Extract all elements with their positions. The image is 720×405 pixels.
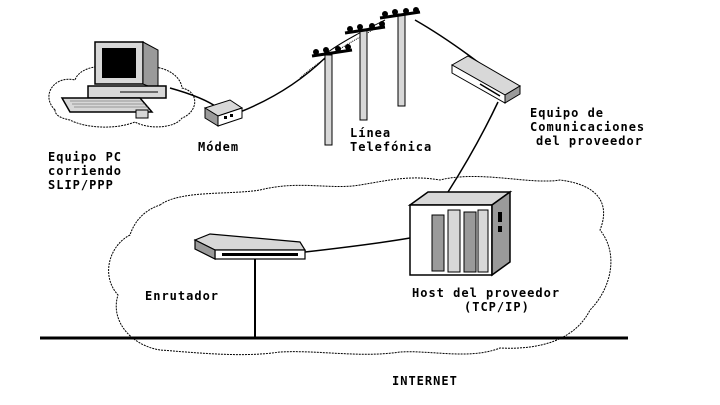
internet-cloud: [108, 175, 612, 356]
provider-equipment-label-line-1: Equipo de: [530, 106, 605, 120]
provider-host-server: [407, 190, 513, 277]
telephone-poles: [311, 7, 421, 146]
pc-label-line-2: corriendo: [48, 164, 123, 178]
modem-device: [203, 99, 244, 127]
pc-label-line-3: SLIP/PPP: [48, 178, 114, 192]
line-label-line-2: Telefónica: [350, 140, 433, 154]
provider-equipment-label-line-3: del proveedor: [536, 134, 643, 148]
pc-computer: [60, 41, 167, 119]
pc-label: Equipo PC corriendo SLIP/PPP: [48, 150, 122, 192]
provider-equipment-device: [450, 55, 521, 104]
router-label: Enrutador: [145, 289, 220, 303]
router-host-cable: [304, 237, 411, 253]
provider-host-cable: [447, 101, 499, 193]
line-label: Línea Telefónica: [350, 126, 432, 154]
poles-wire-2: [299, 25, 381, 79]
provider-equipment-label: Equipo de Comunicaciones del proveedor: [530, 106, 645, 148]
internet-label: INTERNET: [392, 374, 458, 388]
host-label-line-2: (TCP/IP): [464, 300, 530, 314]
host-label: Host del proveedor (TCP/IP): [412, 286, 560, 314]
pc-label-line-1: Equipo PC: [48, 150, 123, 164]
modem-label: Módem: [198, 140, 240, 154]
provider-equipment-label-line-2: Comunicaciones: [530, 120, 646, 134]
modem-line-cable: [239, 57, 326, 113]
router-device: [193, 233, 307, 260]
pc-cloud: [48, 65, 196, 128]
line-label-line-1: Línea: [350, 126, 392, 140]
host-label-line-1: Host del proveedor: [412, 286, 561, 300]
